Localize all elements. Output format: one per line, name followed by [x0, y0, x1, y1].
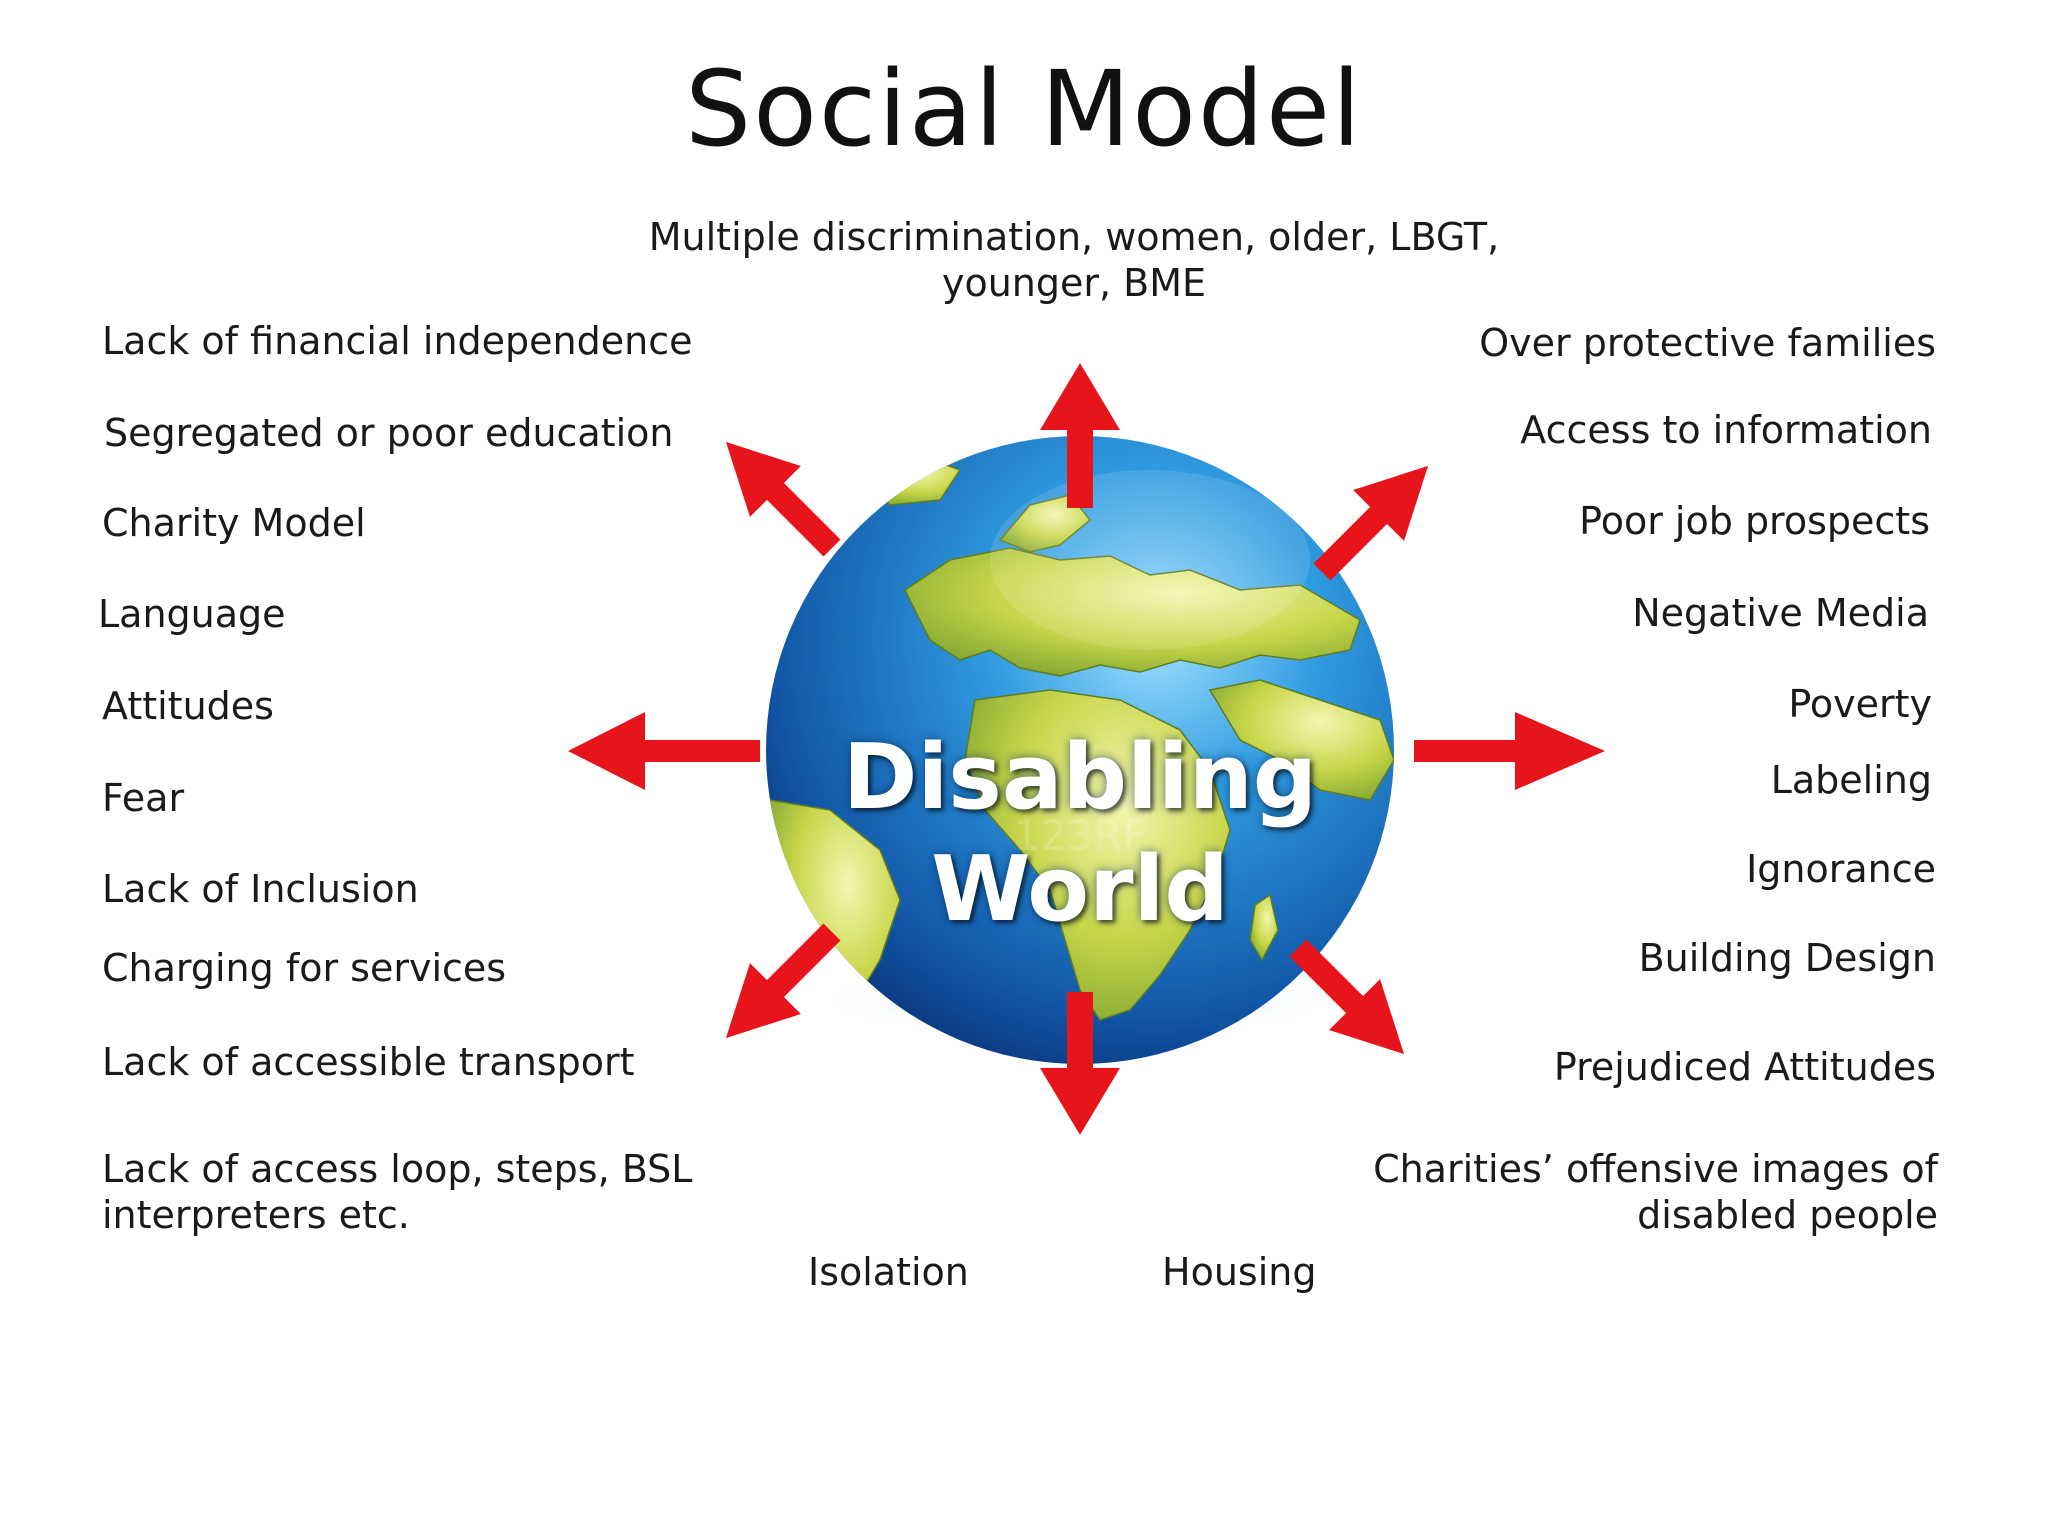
arrow-right-icon — [1414, 712, 1605, 790]
watermark: 123RF — [1013, 811, 1147, 860]
right-label: Access to information — [1520, 408, 1932, 452]
right-label: Poor job prospects — [1579, 499, 1930, 543]
right-label: Charities’ offensive images of disabled … — [1373, 1147, 1938, 1237]
left-label: Lack of Inclusion — [102, 867, 419, 911]
top-label: Multiple discrimination, women, older, L… — [648, 215, 1500, 305]
page-title: Social Model — [685, 48, 1363, 170]
left-label: Fear — [102, 776, 185, 820]
bottom-label-housing: Housing — [1162, 1250, 1317, 1294]
right-label: Building Design — [1638, 936, 1936, 980]
left-label: Lack of accessible transport — [102, 1040, 635, 1084]
right-label: Prejudiced Attitudes — [1553, 1045, 1936, 1089]
globe-label-line1: Disabling — [842, 725, 1318, 830]
globe-icon — [766, 436, 1394, 1064]
globe-label-line2: World — [931, 837, 1229, 942]
right-label: Over protective families — [1479, 321, 1936, 365]
right-label: Negative Media — [1632, 591, 1929, 635]
bottom-label-isolation: Isolation — [808, 1250, 969, 1294]
left-label: Lack of financial independence — [102, 319, 693, 363]
arrow-up-icon — [1040, 363, 1120, 508]
left-label: Language — [98, 592, 286, 636]
left-label: Charity Model — [102, 501, 366, 545]
arrow-down-right-icon — [1289, 939, 1405, 1055]
left-label: Charging for services — [102, 946, 507, 990]
arrow-down-left-icon — [725, 923, 841, 1039]
arrows — [568, 363, 1605, 1135]
left-label: Segregated or poor education — [104, 411, 674, 455]
arrow-left-icon — [568, 712, 760, 790]
arrow-up-right-icon — [1313, 465, 1429, 581]
arrow-up-left-icon — [725, 441, 841, 557]
right-label: Poverty — [1788, 682, 1932, 726]
right-label: Labeling — [1770, 758, 1932, 802]
left-label: Lack of access loop, steps, BSL interpre… — [102, 1147, 693, 1237]
left-label: Attitudes — [102, 684, 274, 728]
right-label: Ignorance — [1746, 847, 1936, 891]
arrow-down-icon — [1040, 992, 1120, 1135]
